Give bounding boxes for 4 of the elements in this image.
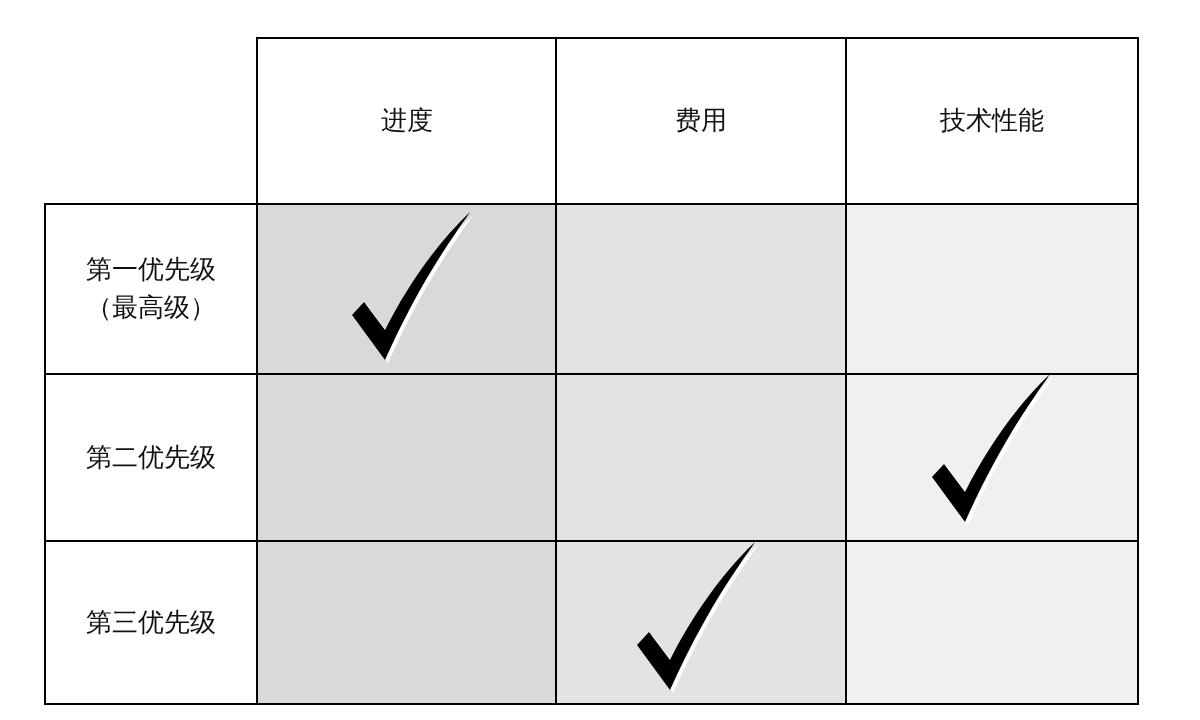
table-cell: 技术性能 xyxy=(845,37,1139,205)
table-cell: 第一优先级（最高级） xyxy=(44,203,258,375)
table-cell: 进度 xyxy=(256,37,557,205)
table-cell: 第三优先级 xyxy=(44,540,258,705)
